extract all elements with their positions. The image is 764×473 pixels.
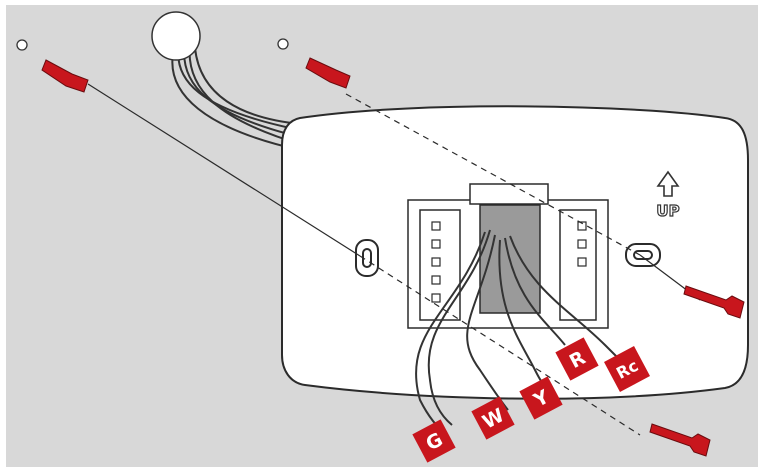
- mounting-hole-icon: [625, 243, 661, 267]
- wall-hole: [151, 11, 201, 61]
- screw-icon: [41, 59, 89, 93]
- mounting-hole-icon: [355, 239, 379, 277]
- terminal-tag-w: W: [471, 396, 515, 440]
- up-label: UP: [656, 202, 679, 220]
- terminal-tag-rc: Rc: [604, 346, 650, 392]
- screw-icon: [683, 285, 745, 319]
- terminal-tag-r: R: [555, 337, 599, 381]
- up-arrow-icon: [656, 170, 680, 197]
- terminal-tag-g: G: [412, 419, 456, 463]
- screw-icon: [305, 57, 351, 89]
- screw-icon: [649, 423, 711, 457]
- terminal-slots: [431, 221, 587, 303]
- terminal-tag-y: Y: [519, 376, 563, 420]
- wall-anchor-icon: [16, 39, 28, 51]
- alignment-guides: [87, 83, 701, 436]
- wall-anchor-icon: [277, 38, 289, 50]
